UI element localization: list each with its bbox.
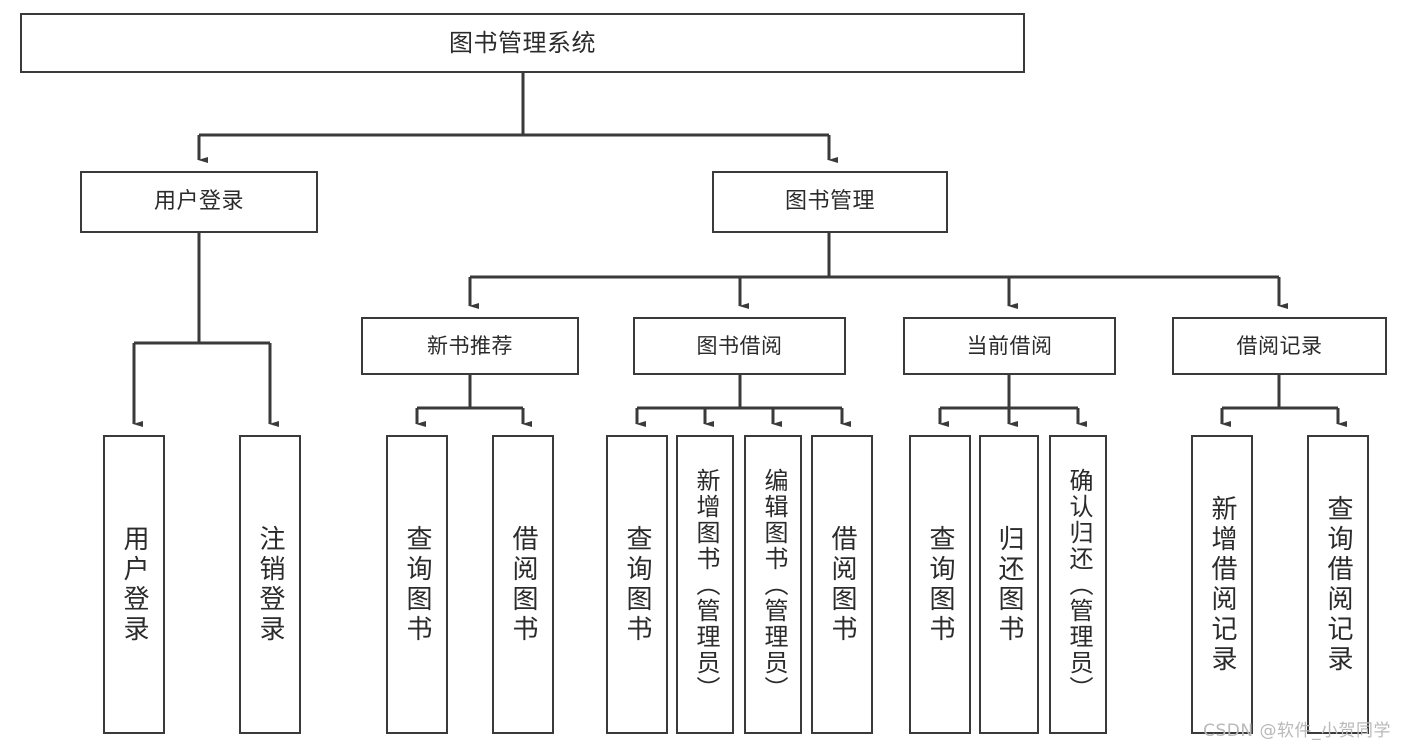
node-leaf-logout-login[interactable]: 注销登录 (239, 435, 301, 734)
node-label: 编辑图书（管理员） (759, 467, 788, 702)
node-label: 当前借阅 (966, 333, 1053, 358)
watermark: CSDN @软件_小贺同学 (1203, 721, 1391, 741)
node-leaf-add-record[interactable]: 新增借阅记录 (1191, 435, 1253, 734)
node-user-login[interactable]: 用户登录 (80, 171, 318, 233)
node-label: 新增借阅记录 (1207, 494, 1238, 675)
node-label: 查询图书 (402, 524, 433, 645)
node-label: 借阅图书 (508, 524, 539, 645)
node-label: 查询图书 (622, 524, 653, 645)
node-leaf-return-book[interactable]: 归还图书 (979, 435, 1039, 734)
node-leaf-confirm-return[interactable]: 确认归还（管理员） (1049, 435, 1107, 734)
node-book-manage[interactable]: 图书管理 (712, 171, 948, 233)
node-leaf-query-record[interactable]: 查询借阅记录 (1307, 435, 1369, 734)
node-label: 图书管理系统 (449, 28, 596, 57)
node-leaf-query-book-2[interactable]: 查询图书 (606, 435, 668, 734)
node-label: 图书管理 (784, 189, 875, 215)
node-leaf-borrow-book-2[interactable]: 借阅图书 (811, 435, 873, 734)
node-label: 用户登录 (153, 189, 244, 215)
node-label: 借阅记录 (1236, 333, 1323, 358)
node-new-book-recommend[interactable]: 新书推荐 (361, 317, 579, 375)
node-label: 图书借阅 (696, 333, 783, 358)
node-label: 查询借阅记录 (1323, 494, 1354, 675)
node-label: 查询图书 (925, 524, 956, 645)
node-current-borrow[interactable]: 当前借阅 (903, 317, 1116, 375)
node-leaf-add-book[interactable]: 新增图书（管理员） (676, 435, 734, 734)
node-leaf-borrow-book-1[interactable]: 借阅图书 (492, 435, 554, 734)
node-root-system[interactable]: 图书管理系统 (20, 13, 1025, 73)
node-label: 归还图书 (994, 524, 1025, 645)
node-borrow-record[interactable]: 借阅记录 (1172, 317, 1387, 375)
node-label: 用户登录 (119, 524, 150, 645)
node-leaf-user-login[interactable]: 用户登录 (103, 435, 165, 734)
node-leaf-edit-book[interactable]: 编辑图书（管理员） (744, 435, 802, 734)
node-book-borrow[interactable]: 图书借阅 (633, 317, 846, 375)
node-label: 新增图书（管理员） (691, 467, 720, 702)
node-leaf-query-book-3[interactable]: 查询图书 (909, 435, 971, 734)
node-label: 确认归还（管理员） (1064, 467, 1093, 702)
node-label: 新书推荐 (427, 333, 513, 358)
node-label: 借阅图书 (827, 524, 858, 645)
node-leaf-query-book-1[interactable]: 查询图书 (386, 435, 448, 734)
node-label: 注销登录 (255, 524, 286, 645)
